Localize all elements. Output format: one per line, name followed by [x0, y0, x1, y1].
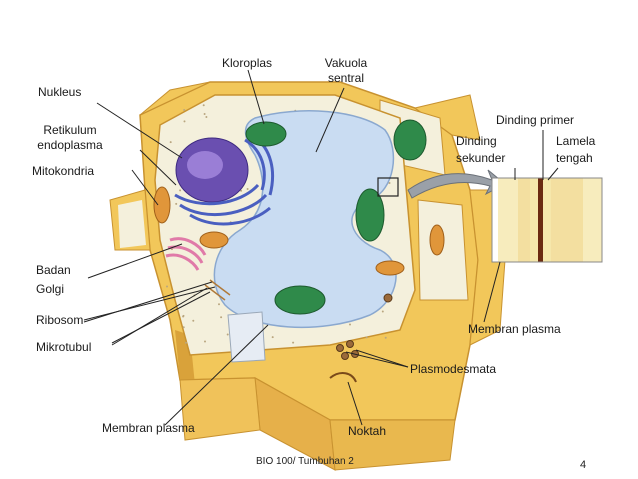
footer-course: BIO 100/ Tumbuhan 2: [256, 456, 354, 467]
label-vakuola-line1: Vakuola: [324, 56, 368, 70]
label-retikulum-line1: Retikulum: [43, 123, 97, 137]
label-badan-line1: Badan: [36, 263, 71, 277]
label-retikulum-endoplasma: Retikulum endoplasma: [30, 123, 110, 153]
page-number: 4: [580, 459, 587, 471]
pit: [329, 372, 357, 383]
chloroplasts: [245, 119, 427, 315]
label-noktah: Noktah: [348, 424, 387, 438]
label-badan-line2: Golgi: [36, 282, 65, 296]
plasma-membrane-front: [227, 311, 266, 363]
label-membran-plasma-right: Membran plasma: [468, 322, 561, 336]
label-lamela-line1: Lamela: [556, 134, 596, 148]
label-lamela-tengah: Lamela tengah: [556, 134, 595, 166]
central-vacuole: [213, 110, 397, 329]
label-vakuola-line2: sentral: [327, 71, 365, 85]
label-badan-golgi: Badan Golgi: [36, 263, 71, 297]
label-kloroplas: Kloroplas: [222, 56, 273, 70]
label-membran-plasma-left: Membran plasma: [102, 421, 195, 435]
label-dinding-line1: Dinding: [456, 134, 497, 148]
nucleus: [175, 137, 249, 203]
label-dinding-sekunder: Dinding sekunder: [456, 134, 505, 166]
label-nukleus: Nukleus: [38, 85, 82, 99]
wall-cross-section: [491, 177, 603, 263]
leader-lines: [83, 69, 559, 426]
label-mitokondria: Mitokondria: [32, 164, 95, 178]
label-vakuola-sentral: Vakuola sentral: [318, 56, 374, 86]
microtubules: [204, 279, 231, 301]
label-dinding-primer: Dinding primer: [496, 113, 575, 127]
neighbor-cytoplasm-right-lower: [417, 199, 469, 301]
neighbor-cytoplasm-left: [118, 200, 146, 248]
label-dinding-line2: sekunder: [456, 151, 506, 165]
label-mikrotubul: Mikrotubul: [36, 340, 92, 354]
mitochondria: [153, 186, 445, 276]
label-plasmodesmata: Plasmodesmata: [410, 362, 497, 376]
label-ribosom: Ribosom: [36, 313, 84, 327]
label-lamela-line2: tengah: [556, 151, 593, 165]
label-retikulum-line2: endoplasma: [37, 138, 103, 152]
zoom-box: [377, 177, 399, 197]
